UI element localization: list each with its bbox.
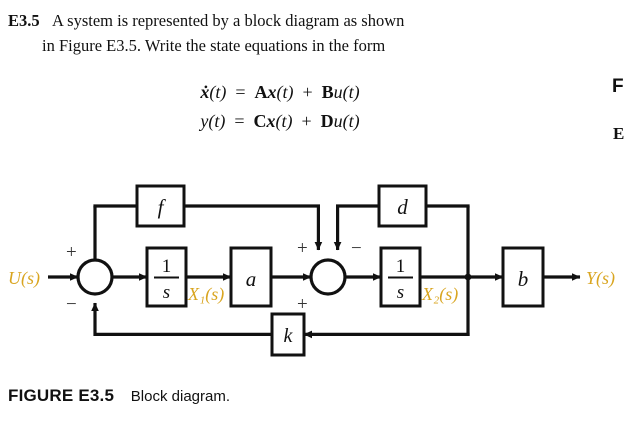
equation-1-lhs: ẋ xyxy=(200,82,210,102)
problem-line-2: in Figure E3.5. Write the state equation… xyxy=(42,36,386,55)
equation-2-u: u(t) xyxy=(333,111,360,131)
equation-2-x-arg: (t) xyxy=(275,111,293,131)
figure-caption-text: Block diagram. xyxy=(114,388,231,405)
block-diagram: + − + − + f d 1 s a 1 s b k U(s) Y(s) X₁… xyxy=(0,178,629,368)
equation-1-lhs-arg: (t) xyxy=(209,82,227,102)
sum2-sign-plus-bottom: + xyxy=(297,294,308,315)
block-a-label: a xyxy=(246,267,257,291)
summing-junction-1 xyxy=(76,258,114,296)
equation-1-x: x xyxy=(267,82,277,102)
equation-1-x-arg: (t) xyxy=(276,82,294,102)
problem-line-1: E3.5 A system is represented by a block … xyxy=(8,8,608,33)
equation-2-equals: = xyxy=(225,111,254,131)
block-a xyxy=(229,246,273,308)
sum1-sign-plus: + xyxy=(66,242,77,263)
block-b-label: b xyxy=(518,267,529,291)
problem-statement: E3.5 A system is represented by a block … xyxy=(8,8,608,58)
equation-1-u: u(t) xyxy=(333,82,360,102)
block-integrator-2-numerator: 1 xyxy=(396,256,406,277)
block-k xyxy=(270,312,306,357)
equation-1-A: A xyxy=(254,82,268,102)
sum1-sign-minus: − xyxy=(66,294,77,315)
equation-2-plus: + xyxy=(292,111,321,131)
equation-2-D: D xyxy=(320,111,334,131)
equation-1-B: B xyxy=(321,82,334,102)
problem-label: E3.5 xyxy=(8,11,40,30)
signal-label-output: Y(s) xyxy=(586,268,615,289)
sum2-sign-plus-top: + xyxy=(297,238,308,259)
block-f-label: f xyxy=(158,195,167,219)
block-d xyxy=(377,184,428,228)
signal-label-state-1: X₁(s) xyxy=(187,284,224,305)
equation-2-x: x xyxy=(266,111,276,131)
figure-caption: FIGURE E3.5 Block diagram. xyxy=(8,386,230,406)
figure-caption-label: FIGURE E3.5 xyxy=(8,386,115,405)
equation-2-C: C xyxy=(253,111,267,131)
block-k-label: k xyxy=(284,325,294,347)
block-integrator-1-numerator: 1 xyxy=(162,256,172,277)
clipped-figure-letter: F xyxy=(612,76,624,97)
state-equations: ẋ(t) = Ax(t) + Bu(t) y(t) = Cx(t) + Du(… xyxy=(0,78,560,136)
equation-2-lhs: y(t) xyxy=(200,111,226,131)
problem-text-1: A system is represented by a block diagr… xyxy=(39,11,405,30)
signal-label-state-2: X₂(s) xyxy=(421,284,458,305)
equation-output: y(t) = Cx(t) + Du(t) xyxy=(0,107,560,136)
summing-junction-2 xyxy=(309,258,347,296)
equation-state: ẋ(t) = Ax(t) + Bu(t) xyxy=(0,78,560,107)
block-d-label: d xyxy=(397,195,408,219)
equation-1-plus: + xyxy=(293,82,322,102)
block-integrator-1-denominator: s xyxy=(163,282,170,303)
clipped-exercise-letter: E xyxy=(613,124,625,143)
block-f xyxy=(135,184,186,228)
block-integrator-2-denominator: s xyxy=(397,282,404,303)
equation-1-equals: = xyxy=(226,82,255,102)
block-b xyxy=(501,246,545,308)
signal-label-input: U(s) xyxy=(8,268,40,289)
sum2-sign-minus: − xyxy=(351,238,362,259)
block-diagram-svg: + − + − + f d 1 s a 1 s b k U(s) Y(s) X₁… xyxy=(8,184,615,357)
branch-node-x2 xyxy=(464,273,472,281)
